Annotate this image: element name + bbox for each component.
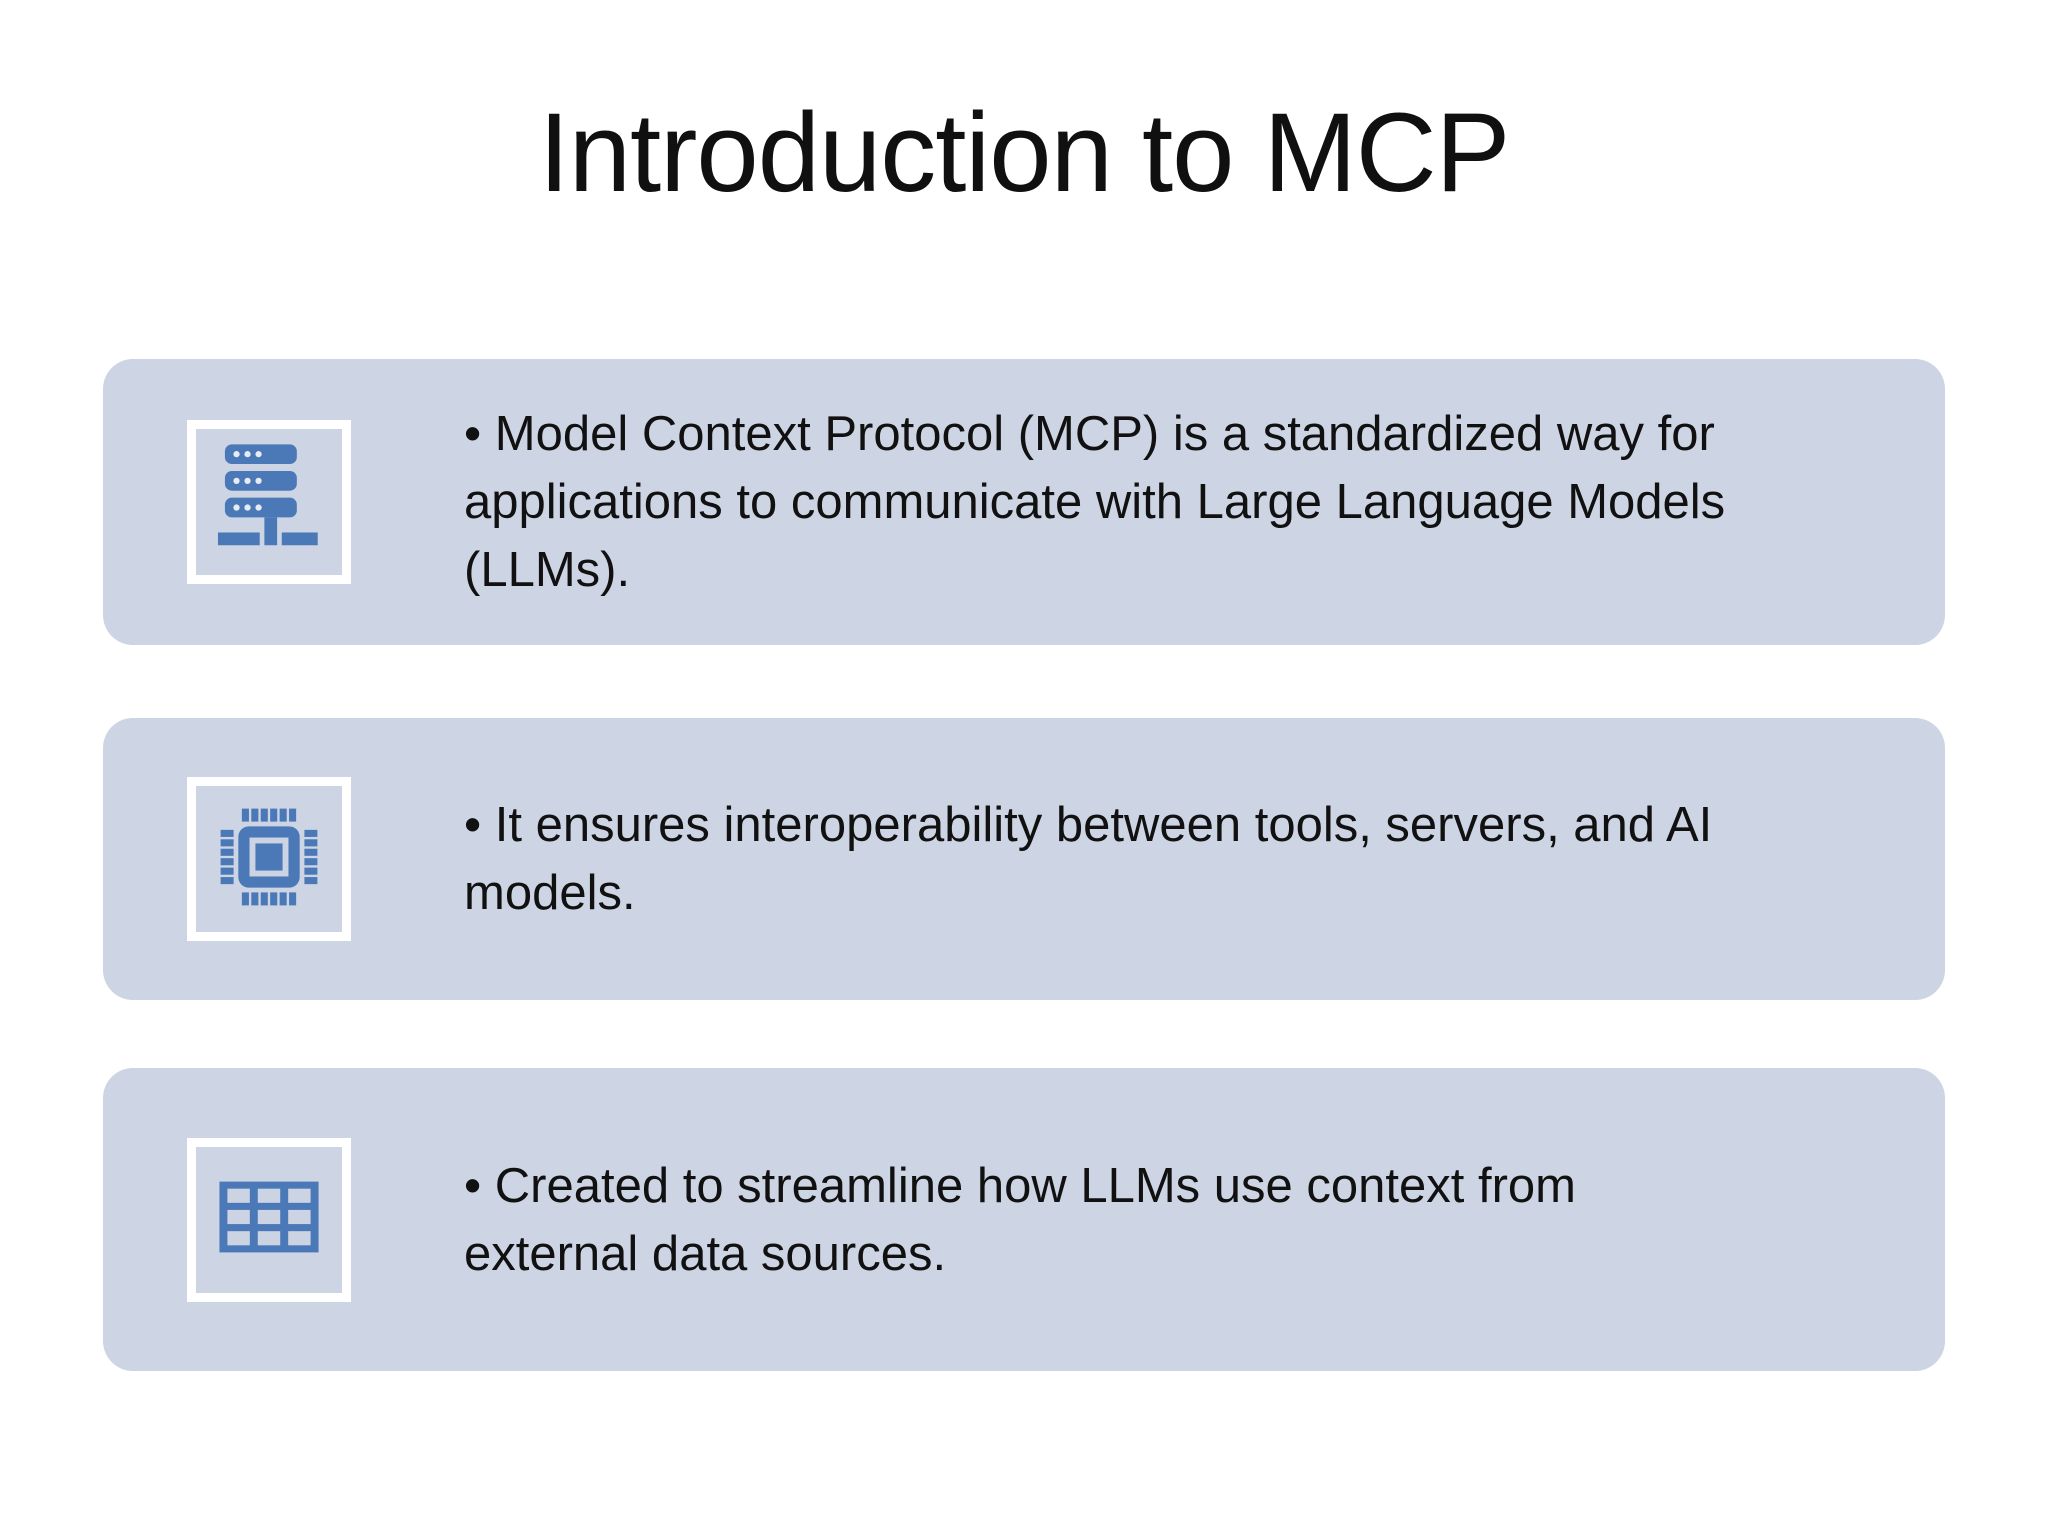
icon-frame xyxy=(187,420,351,584)
chip-icon xyxy=(210,798,328,921)
bullet-text: • It ensures interoperability between to… xyxy=(464,798,1713,920)
icon-frame xyxy=(187,777,351,941)
card-interoperability: • It ensures interoperability between to… xyxy=(103,718,1945,1000)
card-context-sources: • Created to streamline how LLMs use con… xyxy=(103,1068,1945,1371)
bullet-text: • Model Context Protocol (MCP) is a stan… xyxy=(464,407,1726,597)
card-mcp-definition: • Model Context Protocol (MCP) is a stan… xyxy=(103,359,1945,645)
bullet-text: • Created to streamline how LLMs use con… xyxy=(464,1158,1576,1281)
server-icon xyxy=(211,442,327,563)
table-icon xyxy=(210,1158,328,1281)
page-title: Introduction to MCP xyxy=(538,90,1511,215)
icon-frame xyxy=(187,1137,351,1302)
